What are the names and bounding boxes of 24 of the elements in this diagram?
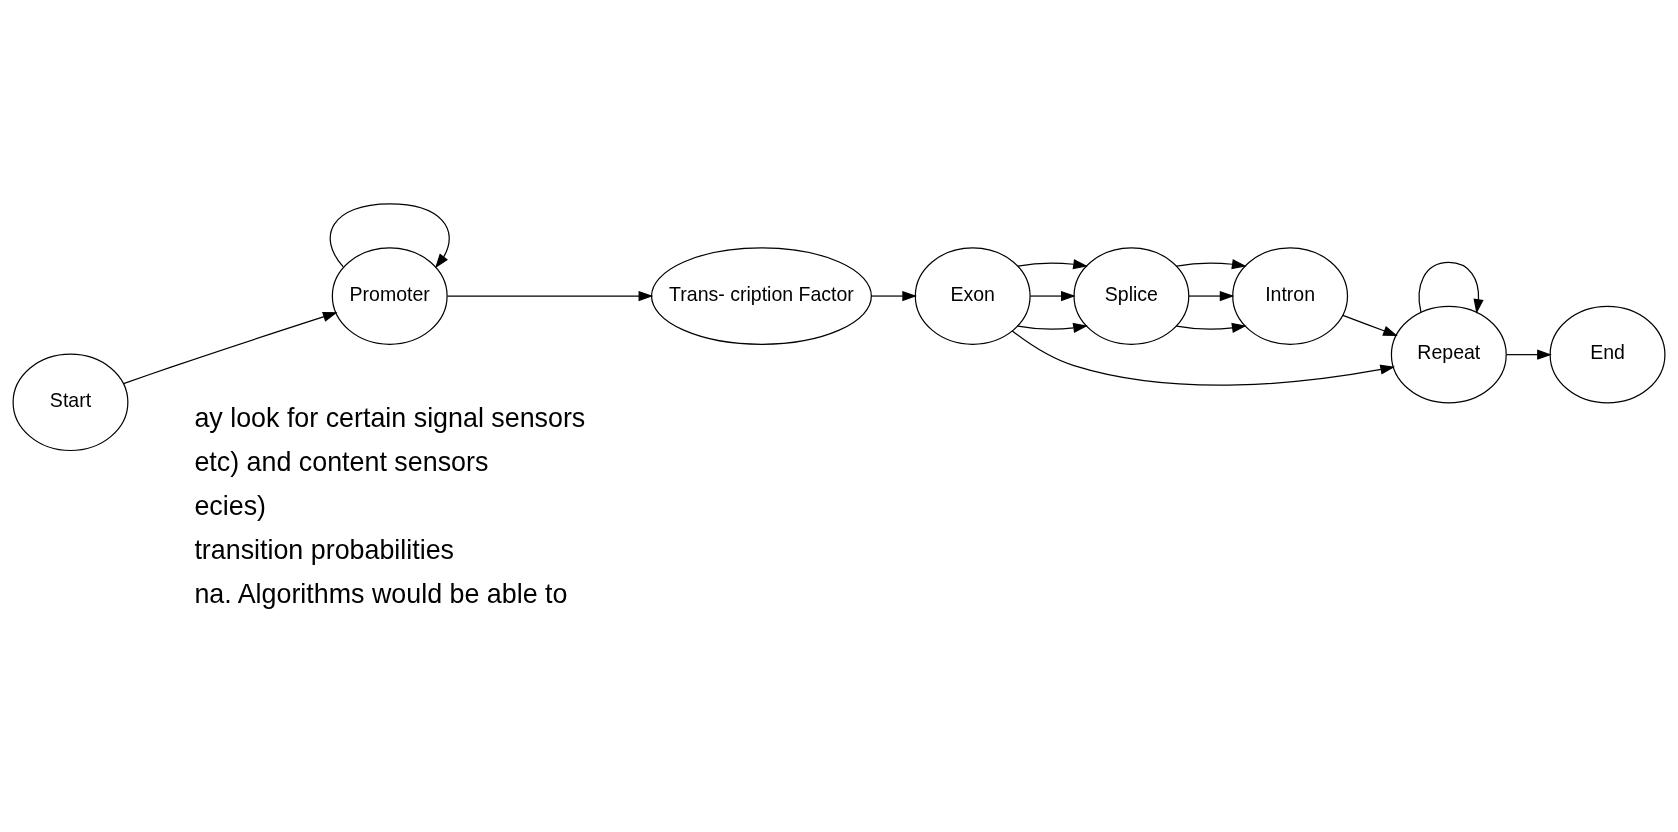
arrow: [1011, 330, 1395, 386]
node-ellipse: Exon: [914, 247, 1031, 345]
arrow: [1188, 290, 1235, 302]
node-ellipse: Start: [12, 353, 129, 452]
arrow: [1017, 322, 1088, 333]
label: etc) and content sensors: [194, 447, 489, 478]
label: na. Algorithms would be able to: [194, 579, 568, 610]
label: transition probabilities: [194, 535, 455, 566]
node-ellipse: End: [1549, 305, 1666, 404]
arrow: [871, 290, 917, 302]
arrow: [446, 290, 654, 302]
arrow: [329, 203, 450, 269]
arrow: [1175, 259, 1247, 270]
label: ecies): [194, 491, 266, 522]
arrow: [122, 311, 338, 385]
arrow: [1029, 290, 1076, 302]
arrow: [1175, 322, 1247, 333]
node-ellipse: Repeat: [1390, 305, 1507, 404]
arrow: [1017, 259, 1088, 270]
label: ay look for certain signal sensors: [194, 403, 586, 434]
arrow: [1342, 314, 1398, 336]
arrow: [1505, 349, 1552, 360]
node-ellipse: Trans- cription Factor: [650, 247, 872, 345]
arrow: [1418, 261, 1484, 314]
